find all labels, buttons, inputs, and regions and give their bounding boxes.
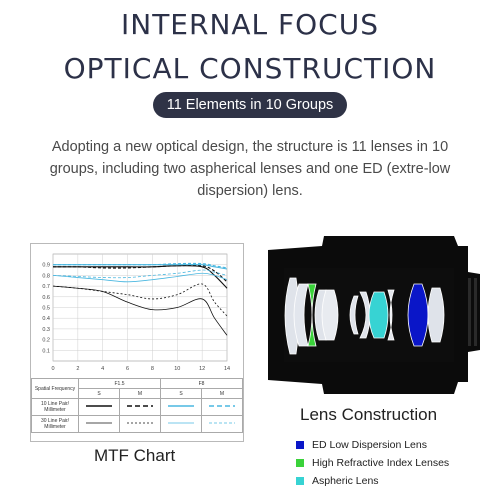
row-30lp-label: 30 Line Pair/ Millimeter <box>31 415 79 433</box>
lens-grip-rib-1 <box>468 278 471 346</box>
y-tick-label: 0.5 <box>42 306 50 312</box>
headline-line-1: INTERNAL FOCUS <box>120 8 379 41</box>
lens-grip-rib-2 <box>474 278 477 346</box>
y-tick-label: 0.1 <box>42 348 50 354</box>
lens-element-9 <box>387 289 395 341</box>
lens-element-5 <box>321 289 339 341</box>
mtf-series-line-8 <box>52 269 228 279</box>
y-tick-label: 0.9 <box>42 263 50 269</box>
lens-element-7 <box>359 291 371 339</box>
aspheric-label: Aspheric Lens <box>312 475 379 487</box>
aspheric-swatch <box>296 477 304 485</box>
x-tick-label: 4 <box>101 366 104 372</box>
f8-s-header: S <box>160 388 202 399</box>
swatch-30lp-f8-s <box>160 415 202 433</box>
legend-item-ed-lens: ED Low Dispersion Lens <box>296 439 427 451</box>
lens-element-2 <box>293 283 309 347</box>
mtf-series-line-2 <box>52 264 228 283</box>
mtf-legend-table: Spatial Frequency F1.5 F8 S M S M 10 Lin… <box>31 378 243 433</box>
x-tick-label: 10 <box>174 366 180 372</box>
x-tick-label: 6 <box>126 366 129 372</box>
mtf-series-line-4 <box>52 283 228 317</box>
ed-lens-swatch <box>296 441 304 449</box>
mtf-chart-card: 0.1 0.2 0.3 0.4 0.5 0.6 0.7 0.8 0.9 0 2 4 6 8 10 12 14 S… <box>30 243 244 442</box>
swatch-30lp-f15-s <box>78 415 120 433</box>
x-tick-label: 2 <box>76 366 79 372</box>
y-tick-label: 0.8 <box>42 273 50 279</box>
elements-badge: 11 Elements in 10 Groups <box>153 92 347 118</box>
swatch-10lp-f15-s <box>78 398 120 416</box>
swatch-30lp-f8-m <box>201 415 243 433</box>
y-tick-label: 0.2 <box>42 338 50 344</box>
row-10lp-label: 10 Line Pair/ Millimeter <box>31 398 79 416</box>
lens-element-6 <box>349 295 359 335</box>
y-tick-label: 0.4 <box>42 316 50 322</box>
lens-element-11 <box>427 287 445 343</box>
mtf-chart: 0.1 0.2 0.3 0.4 0.5 0.6 0.7 0.8 0.9 0 2 4 6 8 10 12 14 <box>42 253 230 372</box>
lens-construction-caption: Lens Construction <box>300 405 438 424</box>
aperture-f15-header: F1.5 <box>78 378 161 389</box>
headline-line-2: OPTICAL CONSTRUCTION <box>63 52 437 85</box>
y-tick-label: 0.6 <box>42 295 50 301</box>
legend-item-aspheric: Aspheric Lens <box>296 475 379 487</box>
aperture-f8-header: F8 <box>160 378 243 389</box>
swatch-10lp-f8-m <box>201 398 243 416</box>
mtf-series-line-6 <box>53 262 228 269</box>
mtf-series-line-7 <box>52 272 228 283</box>
high-refractive-label: High Refractive Index Lenses <box>312 457 450 469</box>
lens-element-8 <box>368 291 389 339</box>
swatch-10lp-f8-s <box>160 398 202 416</box>
x-tick-label: 0 <box>51 366 54 372</box>
swatch-10lp-f15-m <box>119 398 161 416</box>
x-tick-label: 14 <box>224 366 230 372</box>
description-text: Adopting a new optical design, the struc… <box>49 139 451 199</box>
x-tick-label: 8 <box>151 366 154 372</box>
lens-elements <box>284 277 445 355</box>
high-refractive-swatch <box>296 459 304 467</box>
spatial-frequency-header: Spatial Frequency <box>31 378 79 399</box>
lens-element-10 <box>407 283 429 347</box>
swatch-30lp-f15-m <box>119 415 161 433</box>
x-tick-label: 12 <box>199 366 205 372</box>
mtf-chart-caption: MTF Chart <box>94 446 176 465</box>
y-tick-label: 0.7 <box>42 284 50 290</box>
f15-s-header: S <box>78 388 120 399</box>
lens-element-3 <box>307 283 317 347</box>
ed-lens-label: ED Low Dispersion Lens <box>312 439 427 451</box>
f15-m-header: M <box>119 388 161 399</box>
y-tick-label: 0.3 <box>42 327 50 333</box>
lens-cross-section-illustration <box>268 236 480 394</box>
legend-item-high-refractive: High Refractive Index Lenses <box>296 457 449 469</box>
f8-m-header: M <box>201 388 243 399</box>
